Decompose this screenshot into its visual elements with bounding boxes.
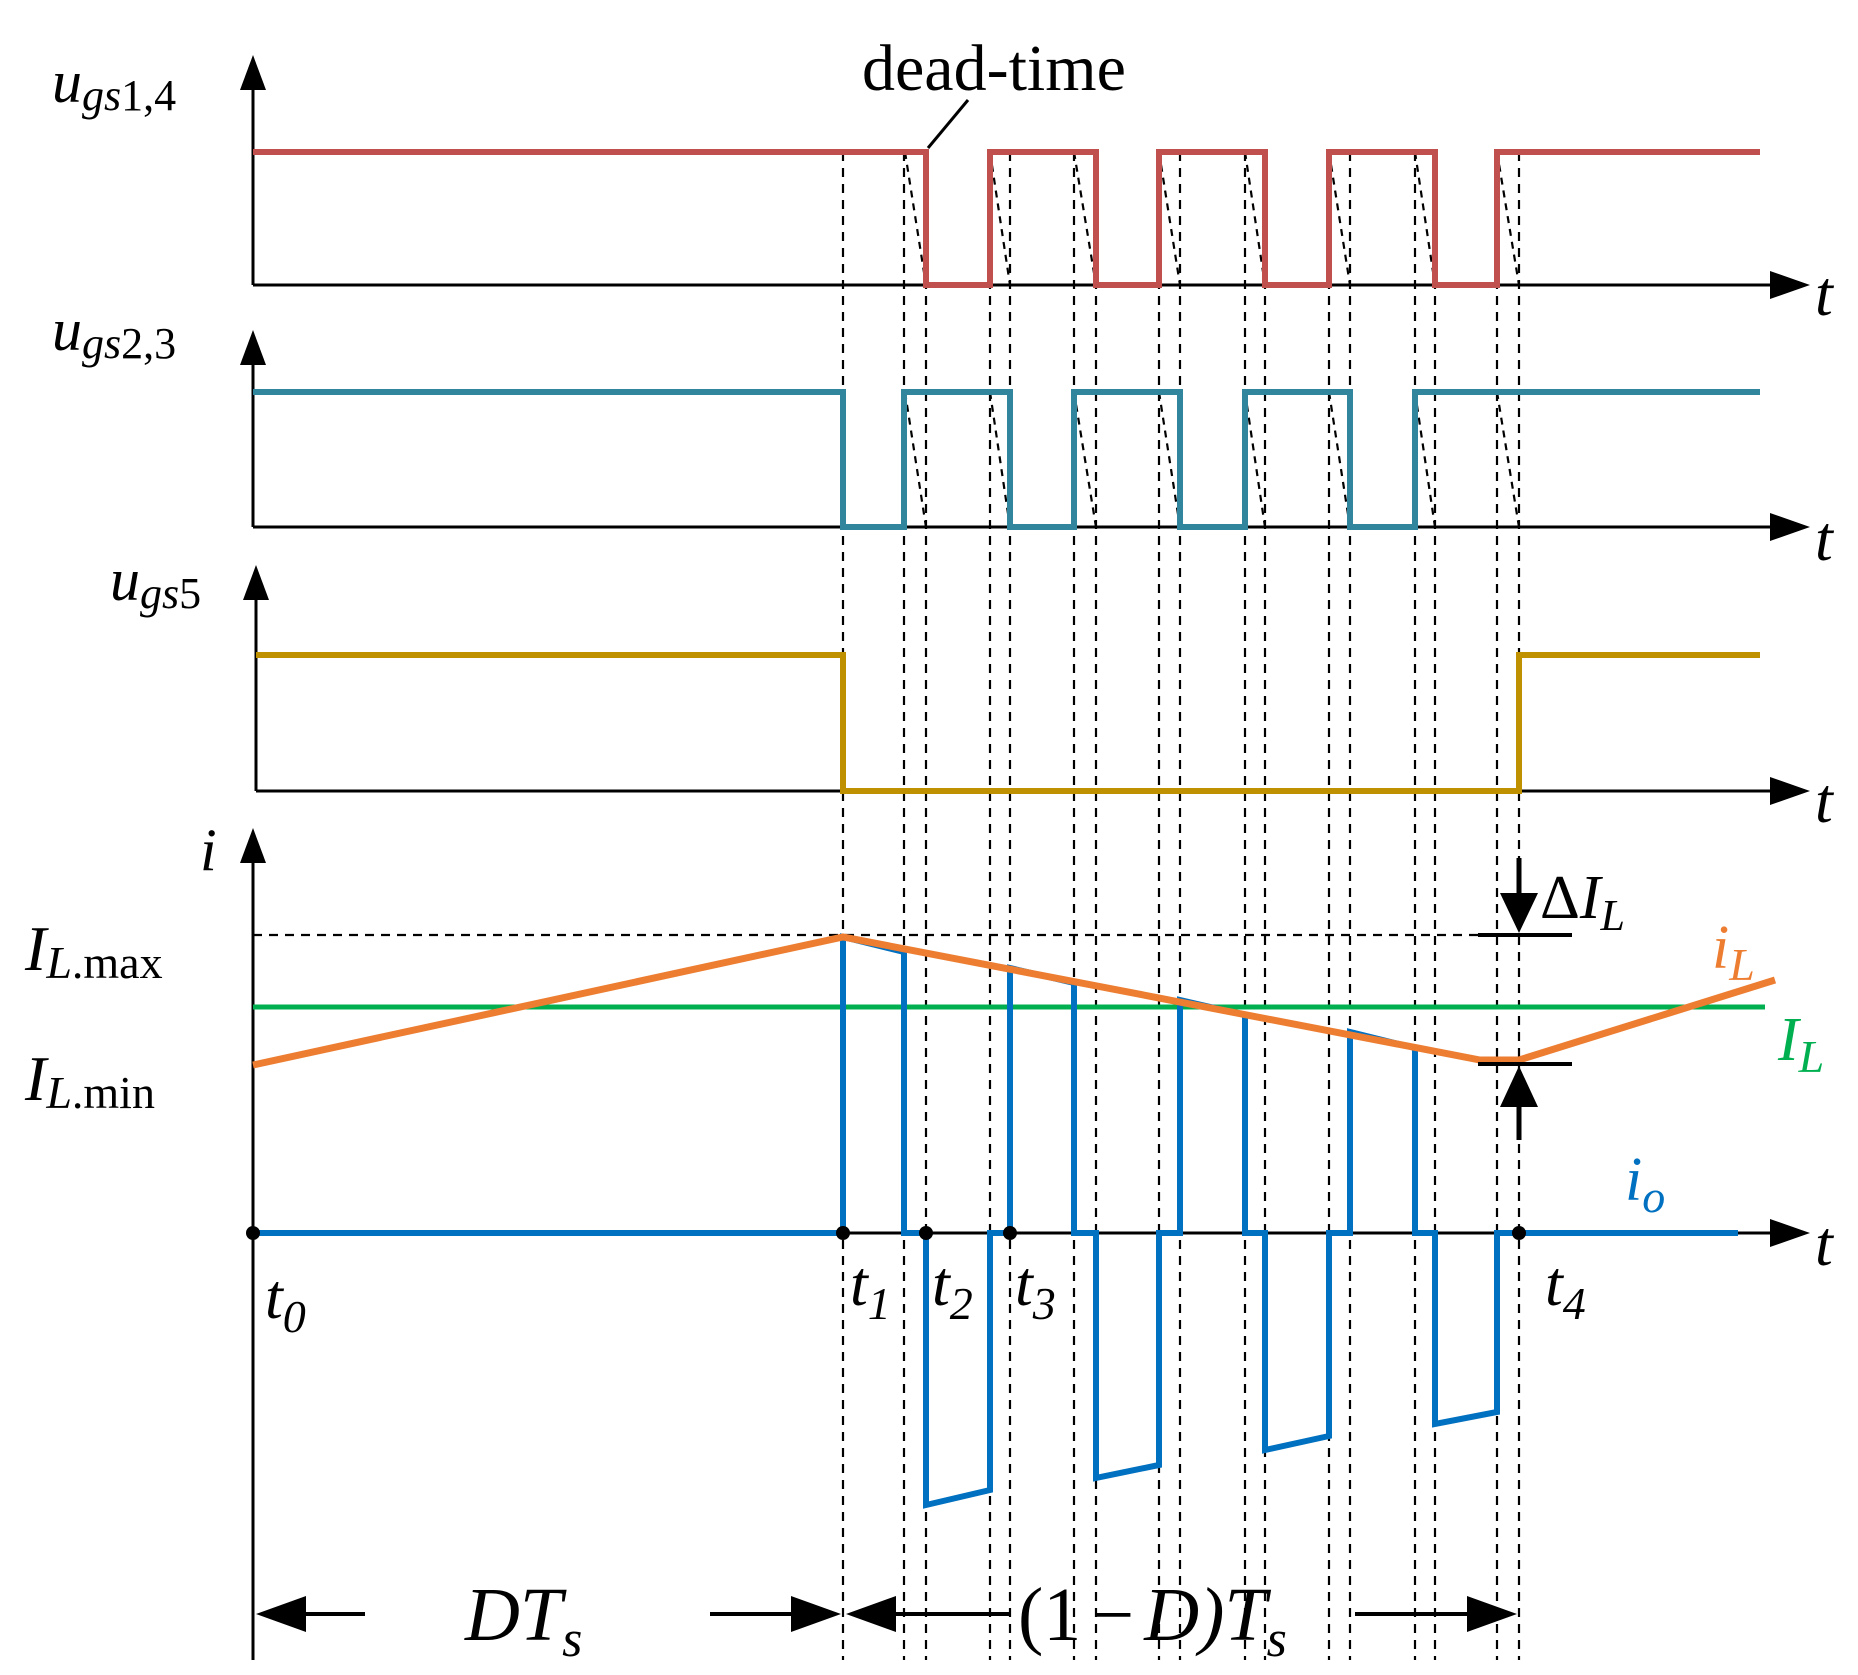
ugs14-waveform: [253, 149, 1760, 288]
labels: ugs1,4 ugs2,3 ugs5 i t t t t dead-time I…: [24, 32, 1835, 1668]
ugs23-axis-arrow: [240, 330, 266, 365]
oneD-right-arrow: [1467, 1596, 1517, 1632]
hatch-23-5: [1243, 391, 1267, 528]
label-ugs23: ugs2,3: [52, 297, 176, 368]
label-io: io: [1625, 1146, 1665, 1222]
label-t-axis-4: t: [1815, 1208, 1835, 1279]
label-t3: t3: [1015, 1248, 1056, 1329]
hatch-14-2: [988, 151, 1012, 286]
dot-t0: [246, 1226, 260, 1240]
interval-arrows: [256, 1596, 1517, 1632]
label-iL: iL: [1712, 914, 1755, 990]
axes: [240, 55, 1810, 1660]
label-t-axis-3: t: [1815, 765, 1835, 836]
hatch-14-8: [1495, 151, 1521, 286]
ugs23-time-arrow: [1770, 513, 1810, 541]
ugs5-waveform: [256, 652, 1760, 794]
io-waveform: [253, 933, 1738, 1509]
delta-IL-down-arrow: [1500, 893, 1538, 933]
DTs-right-arrow: [791, 1596, 841, 1632]
label-t0: t0: [265, 1261, 306, 1342]
current-time-arrow: [1770, 1219, 1810, 1247]
label-t1: t1: [850, 1248, 891, 1329]
delta-IL-up-arrow: [1500, 1066, 1538, 1107]
label-t-axis-1: t: [1815, 258, 1835, 329]
hatch-23-6: [1327, 391, 1352, 528]
hatch-14-7: [1413, 151, 1437, 286]
label-IL-min: IL.min: [24, 1043, 155, 1118]
label-delta-IL: ΔIL: [1540, 864, 1625, 940]
ugs23-waveform: [253, 389, 1760, 530]
ugs5-time-arrow: [1770, 777, 1810, 805]
DTs-left-arrow: [256, 1596, 306, 1632]
label-IL-max: IL.max: [24, 913, 163, 988]
hatch-23-7: [1413, 391, 1437, 528]
current-axis-arrow: [240, 828, 266, 863]
dead-time-leader: [926, 99, 970, 149]
hatch-14-1: [903, 151, 928, 286]
hatch-14-3: [1072, 151, 1098, 286]
ugs14-axis-arrow: [240, 55, 266, 90]
label-ugs14: ugs1,4: [52, 49, 176, 120]
hatch-14-5: [1243, 151, 1267, 286]
delta-IL-marker: [1478, 858, 1572, 1140]
oneD-left-arrow: [846, 1596, 896, 1632]
label-i-axis: i: [200, 817, 217, 883]
hatch-23-1: [903, 391, 928, 528]
hatch-23-3: [1072, 391, 1098, 528]
dot-t1: [836, 1226, 850, 1240]
hatch-23-2: [988, 391, 1012, 528]
label-one-minus-D-Ts: (1−D)Ts: [1018, 1573, 1287, 1668]
label-IL: IL: [1777, 1006, 1824, 1082]
iL-waveform: [252, 933, 1777, 1069]
hatch-14-4: [1157, 151, 1182, 286]
waveforms: [252, 149, 1777, 1509]
label-DTs: DTs: [464, 1573, 582, 1668]
label-t4: t4: [1545, 1248, 1586, 1329]
ugs14-time-arrow: [1770, 271, 1810, 299]
dot-t4: [1512, 1226, 1526, 1240]
ugs5-axis-arrow: [243, 565, 269, 600]
dead-time-hatches: [903, 151, 1521, 528]
dot-t2: [919, 1226, 933, 1240]
dot-t3: [1003, 1226, 1017, 1240]
hatch-14-6: [1327, 151, 1352, 286]
label-ugs5: ugs5: [110, 547, 201, 618]
hatch-23-8: [1495, 391, 1521, 528]
label-t2: t2: [932, 1248, 973, 1329]
label-dead-time: dead-time: [862, 32, 1126, 105]
label-t-axis-2: t: [1815, 503, 1835, 574]
hatch-23-4: [1157, 391, 1182, 528]
time-dots: [246, 1226, 1526, 1240]
